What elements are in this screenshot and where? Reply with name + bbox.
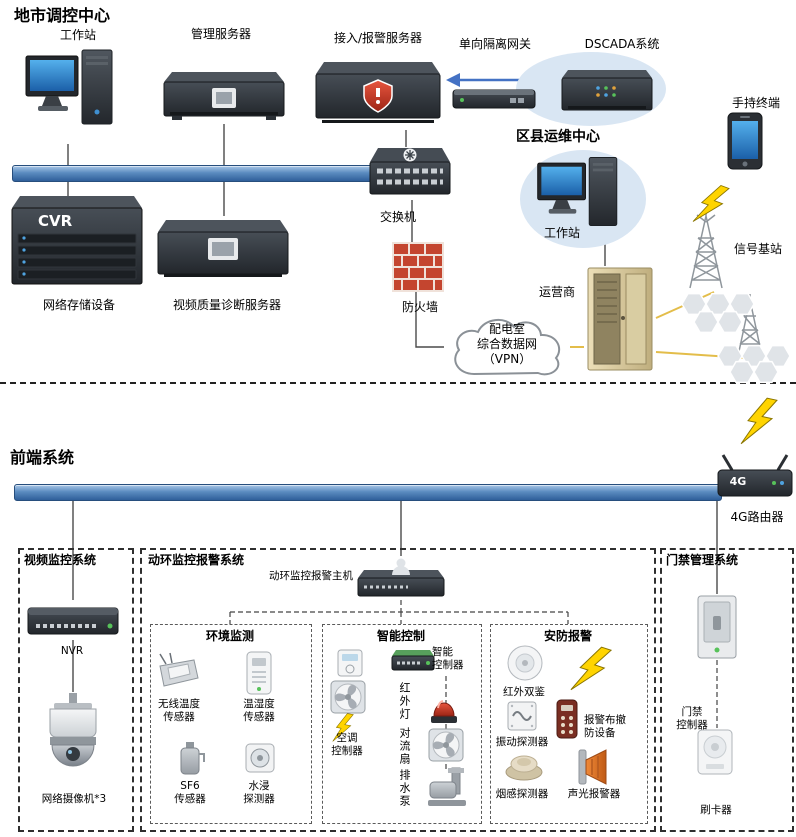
sf6-label: SF6 传感器 (174, 780, 206, 806)
convection-fan-icon (428, 728, 464, 762)
drain-pump-icon (426, 766, 468, 810)
smoke-detector-icon (504, 750, 544, 782)
ac-fan-icon (330, 680, 366, 714)
water-detector-label: 水浸 探测器 (243, 780, 275, 806)
video-diag-server-icon (154, 216, 292, 286)
env-host-label: 动环监控报警主机 (269, 570, 353, 582)
workstation-label: 工作站 (59, 28, 96, 42)
siren-icon (576, 746, 610, 788)
ir-light-label: 红外灯 (398, 682, 411, 721)
handheld-label: 手持终端 (731, 96, 780, 110)
door-controller-label: 门禁 控制器 (676, 706, 708, 732)
handheld-phone-icon (724, 112, 766, 170)
dscada-label: DSCADA系统 (584, 37, 660, 51)
sf6-sensor-icon (174, 740, 206, 776)
switch-label: 交换机 (379, 210, 416, 224)
ir-dual-detector-icon (504, 644, 546, 684)
section-divider (0, 382, 796, 384)
district-workstation-label: 工作站 (543, 226, 580, 240)
cvr-storage-icon (8, 194, 144, 290)
firewall-label: 防火墙 (401, 300, 438, 314)
smart-controller-icon (390, 644, 436, 676)
water-detector-icon (244, 740, 276, 776)
env-system-box (140, 548, 656, 832)
title-city-center: 地市调控中心 (14, 6, 111, 25)
env-host-icon (356, 556, 446, 600)
title-frontend: 前端系统 (10, 448, 75, 467)
video-system-title: 视频监控系统 (24, 553, 97, 567)
storage-label: 网络存储设备 (42, 298, 115, 312)
arm-disarm-label: 报警布撤 防设备 (584, 714, 626, 740)
isolation-gateway-icon (452, 86, 536, 110)
env-alarm-title: 安防报警 (543, 629, 592, 643)
nvr-icon (26, 600, 120, 640)
base-station-label: 信号基站 (733, 242, 782, 256)
door-controller-icon (694, 594, 740, 660)
router-4g-label: 4G路由器 (730, 510, 784, 524)
ac-controller-label: 空调 控制器 (331, 732, 363, 758)
siren-label: 声光报警器 (567, 788, 621, 800)
base-station-icon (664, 208, 794, 384)
cvr-badge: CVR (38, 212, 73, 230)
smoke-label: 烟感探测器 (495, 788, 549, 800)
district-workstation-icon (530, 152, 630, 244)
person-icon (396, 558, 406, 568)
card-reader-icon (694, 728, 736, 776)
dscada-server-icon (560, 66, 654, 116)
wireless-temp-sensor-icon (156, 652, 202, 692)
vpn-cloud-icon (444, 308, 570, 386)
door-system-box (660, 548, 794, 832)
hex-cells (681, 292, 791, 384)
vpn-cloud-label: 配电室 综合数据网 （VPN） (476, 322, 537, 366)
access-alarm-server-label: 接入/报警服务器 (333, 31, 423, 45)
switch-icon (368, 146, 452, 200)
smart-controller-label: 智能 控制器 (432, 646, 464, 672)
arm-disarm-remote-icon (554, 698, 580, 740)
camera-label: 网络摄像机*3 (41, 793, 107, 805)
city-bus-bar (12, 165, 374, 182)
carrier-cabinet-icon (584, 266, 656, 376)
wireless-temp-label: 无线温度 传感器 (158, 698, 200, 724)
ac-panel-icon (336, 648, 364, 678)
env-system-title: 动环监控报警系统 (148, 553, 245, 567)
title-district-center: 区县运维中心 (516, 129, 600, 145)
ir-dual-label: 红外双鉴 (503, 686, 545, 698)
router-4g-icon (716, 452, 794, 502)
router-4g-badge: 4G (729, 475, 747, 488)
temp-humidity-label: 温湿度 传感器 (243, 698, 275, 724)
ptz-camera-icon (46, 692, 100, 774)
mgmt-server-label: 管理服务器 (190, 27, 251, 41)
card-reader-label: 刷卡器 (700, 804, 732, 816)
env-control-group (322, 624, 482, 824)
video-system-box (18, 548, 134, 832)
frontend-bus-bar (14, 484, 722, 501)
workstation-icon (24, 44, 120, 144)
env-monitor-group (150, 624, 312, 824)
drain-pump-label: 排水泵 (398, 769, 411, 808)
ir-light-icon (428, 690, 460, 726)
nvr-label: NVR (60, 645, 84, 657)
vibration-detector-icon (506, 700, 538, 732)
env-control-title: 智能控制 (376, 629, 425, 643)
door-system-title: 门禁管理系统 (666, 553, 739, 567)
env-monitor-title: 环境监测 (205, 629, 254, 643)
video-diag-label: 视频质量诊断服务器 (172, 298, 281, 312)
isolation-gateway-label: 单向隔离网关 (458, 37, 531, 51)
vibration-label: 振动探测器 (495, 736, 549, 748)
mgmt-server-icon (162, 68, 286, 124)
access-alarm-server-icon (314, 56, 442, 130)
carrier-label: 运营商 (538, 285, 575, 299)
firewall-icon (392, 242, 444, 292)
left-arrow-icon (446, 73, 460, 87)
env-alarm-group (490, 624, 648, 824)
convection-fan-label: 对流扇 (398, 727, 411, 766)
temp-humidity-sensor-icon (244, 650, 274, 696)
